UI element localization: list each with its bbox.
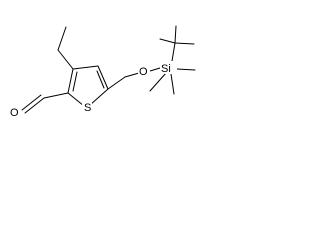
bond-si-me-right — [176, 68, 196, 71]
bond-si-me-left — [149, 72, 167, 92]
bond-cq-me-left — [159, 38, 176, 44]
aldehyde-oxygen-label: O — [10, 107, 19, 119]
bond-si-cq — [171, 42, 176, 62]
ether-oxygen-label: O — [139, 66, 148, 78]
bond-c5-ch2 — [107, 76, 126, 90]
bond-c3-ch2 — [57, 49, 74, 70]
silicon-label: Si — [161, 63, 171, 75]
bond-si-me-down — [170, 73, 175, 95]
bond-ch2-ch3 — [57, 26, 67, 51]
ethyl-group — [57, 26, 74, 70]
thiophene-ring — [67, 65, 109, 107]
bond-c4-c5 — [97, 65, 109, 90]
bond-cq-me-right — [174, 42, 195, 45]
bond-s-c2 — [67, 92, 85, 107]
silyl-ether-linker — [107, 67, 161, 90]
bond-c3-c4 — [72, 65, 99, 70]
bond-c-o-double-1 — [24, 97, 45, 114]
bond-c2-c3-inner — [72, 71, 78, 92]
bond-c5-s — [89, 88, 109, 106]
bond-o-si — [149, 67, 161, 72]
sulfur-label: S — [84, 102, 91, 114]
aldehyde-group — [21, 92, 69, 114]
bond-c-o-double-2 — [21, 94, 42, 111]
chemical-structure: S O Si O — [9, 25, 196, 119]
bond-cq-me-up — [174, 25, 177, 44]
tbs-group — [149, 25, 196, 95]
bond-c4-c5-inner — [96, 70, 105, 89]
bond-ch2-o — [124, 72, 140, 78]
bond-c2-c3 — [67, 68, 74, 94]
atom-labels: S O Si O — [9, 61, 177, 119]
bond-c2-cho — [43, 92, 69, 99]
